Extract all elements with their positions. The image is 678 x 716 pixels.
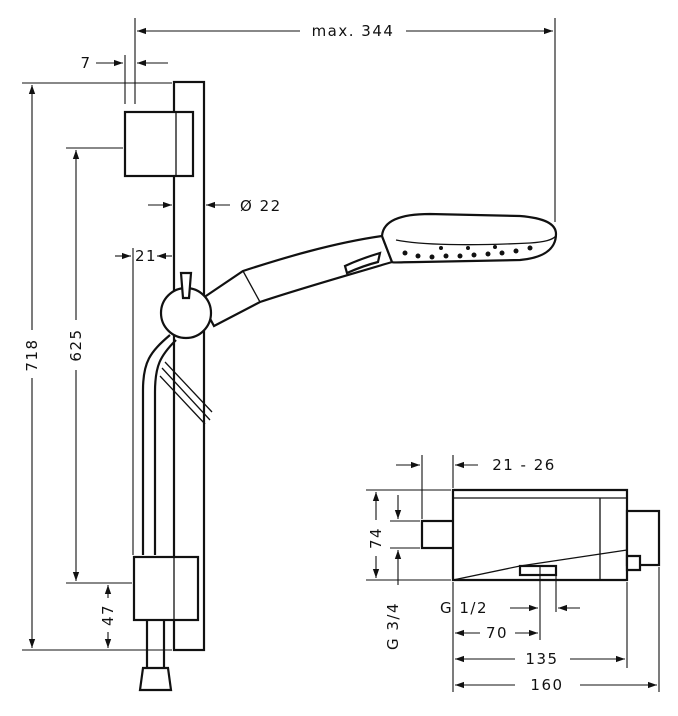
- hose-nut: [138, 666, 173, 692]
- inlet-thread-label: G 3/4: [384, 602, 402, 650]
- thermostat-height-label: 74: [367, 527, 385, 549]
- total-height-label: 718: [23, 338, 41, 371]
- shower-rail-assembly: [123, 80, 558, 692]
- thermostat-outlet: [518, 564, 558, 577]
- thermostat-assembly: [420, 488, 661, 582]
- top-wall-bracket: [123, 110, 195, 178]
- rail-diameter-label: Ø 22: [240, 197, 282, 215]
- body-length-label: 135: [525, 650, 558, 668]
- wall-inlet: [420, 519, 457, 550]
- outlet-thread-label: G 1/2: [440, 599, 488, 617]
- hand-shower-handle: [198, 234, 394, 328]
- thermostat-body: [451, 488, 629, 582]
- bottom-offset-label: 47: [99, 604, 117, 626]
- hand-shower-head: [380, 212, 558, 264]
- shower-nozzles: [402, 245, 533, 260]
- bottom-wall-bracket: [132, 555, 200, 622]
- outlet-distance-label: 70: [486, 624, 508, 642]
- holder-offset-label: 21: [135, 247, 157, 265]
- shower-hose: [141, 334, 171, 555]
- thermostat-depth-label: 21 - 26: [492, 456, 556, 474]
- thermostat-dimensions: [366, 455, 660, 692]
- thermostat-labels: 21 - 26 74 G 3/4 G 1/2 70 135 160: [367, 456, 563, 694]
- rail-height-label: 625: [67, 328, 85, 361]
- total-length-label: 160: [530, 676, 563, 694]
- rail-labels: max. 344 7 Ø 22 21 718 625 47: [23, 22, 395, 626]
- rail-dimensions: [22, 18, 556, 651]
- max-reach-label: max. 344: [312, 22, 395, 40]
- wall-offset-label: 7: [80, 54, 91, 72]
